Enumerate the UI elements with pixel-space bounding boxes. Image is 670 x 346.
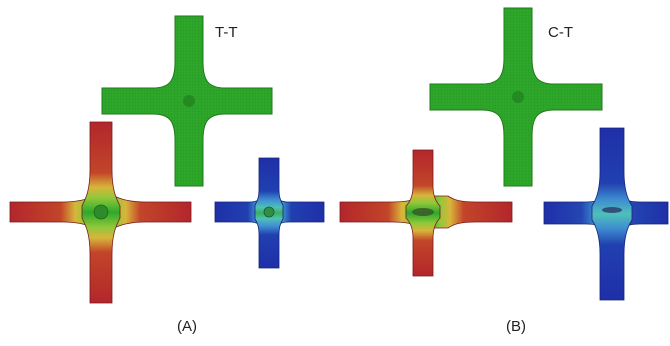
panel-a-deformed-large <box>9 121 192 304</box>
center-node <box>93 204 109 220</box>
panel-a-deformed-small <box>214 157 325 269</box>
center-node <box>512 91 524 103</box>
panel-b-deformed-compression <box>543 127 669 301</box>
panel-caption-b: (B) <box>506 318 526 335</box>
panel-b-deformed-mixed <box>339 149 513 277</box>
panel-a <box>9 15 325 304</box>
panel-b <box>339 7 669 301</box>
center-node <box>263 206 275 218</box>
center-node <box>602 207 622 213</box>
center-node <box>412 208 434 216</box>
panel-a-reference-specimen <box>101 15 273 187</box>
load-case-label-b: C-T <box>548 24 573 41</box>
panel-caption-a: (A) <box>177 318 197 335</box>
load-case-label-a: T-T <box>215 24 238 41</box>
center-node <box>183 95 195 107</box>
panel-b-reference-specimen <box>429 7 603 187</box>
